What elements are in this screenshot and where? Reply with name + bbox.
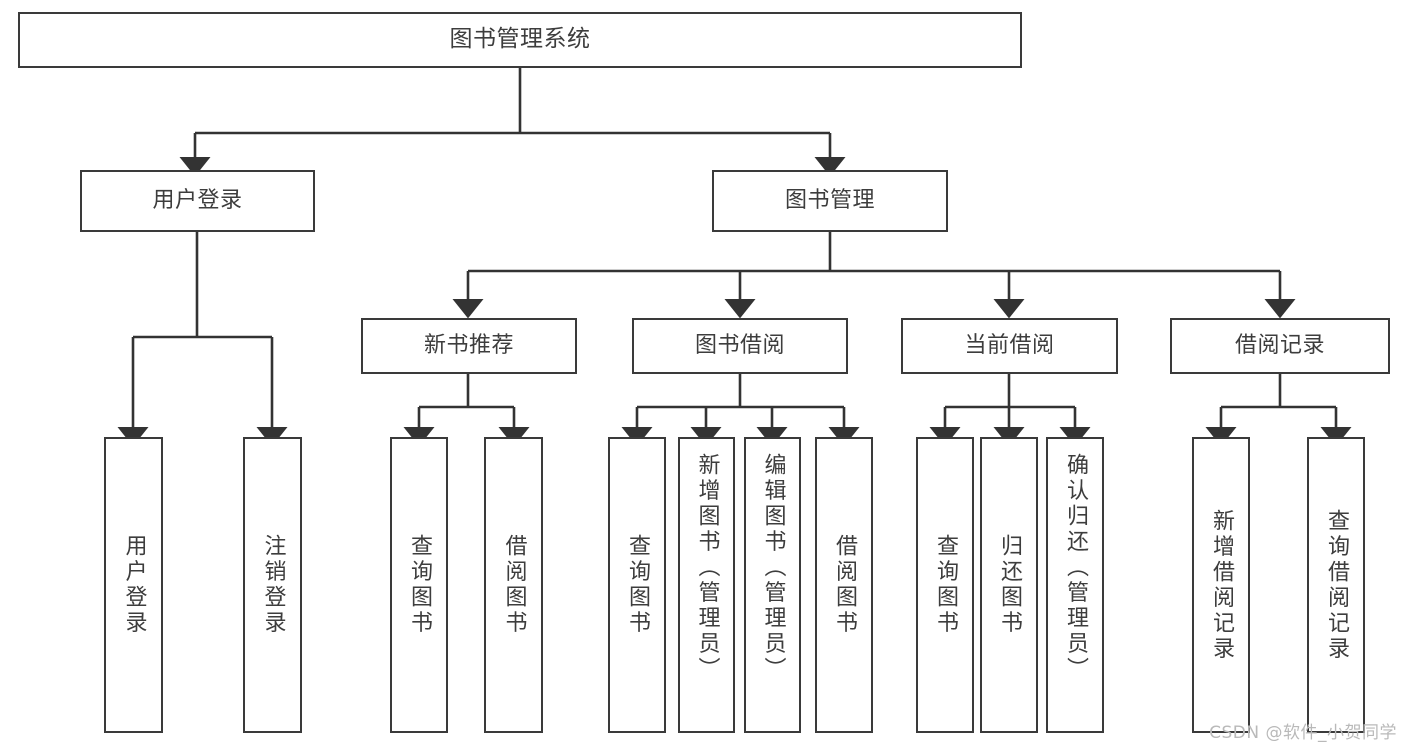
node-label: 借阅图书 <box>501 534 527 636</box>
node-label: 查询图书 <box>625 534 650 636</box>
node-label: 图书借阅 <box>694 333 785 359</box>
leaf-new-book-query-book[interactable]: 查询图书 <box>390 437 448 733</box>
node-label: 新增借阅记录 <box>1209 508 1234 662</box>
node-label: 查询借阅记录 <box>1324 508 1349 662</box>
leaf-user-login-login[interactable]: 用户登录 <box>104 437 163 733</box>
node-label: 查询图书 <box>407 534 432 636</box>
leaf-current-borrow-query-book[interactable]: 查询图书 <box>916 437 974 733</box>
node-label: 用户登录 <box>152 188 243 214</box>
node-label: 新增图书（管理员） <box>694 453 720 683</box>
leaf-borrow-record-add-record[interactable]: 新增借阅记录 <box>1192 437 1250 733</box>
leaf-user-login-logout[interactable]: 注销登录 <box>243 437 302 733</box>
node-label: 图书管理 <box>784 188 875 214</box>
node-new-book-recommend[interactable]: 新书推荐 <box>361 318 577 374</box>
node-user-login[interactable]: 用户登录 <box>80 170 315 232</box>
leaf-book-borrow-query-book[interactable]: 查询图书 <box>608 437 666 733</box>
leaf-book-borrow-borrow-book[interactable]: 借阅图书 <box>815 437 873 733</box>
leaf-book-borrow-edit-book-admin[interactable]: 编辑图书（管理员） <box>744 437 801 733</box>
node-label: 图书管理系统 <box>449 26 591 53</box>
node-label: 确认归还（管理员） <box>1063 453 1088 683</box>
node-label: 新书推荐 <box>423 333 514 359</box>
node-label: 注销登录 <box>260 534 286 636</box>
node-label: 借阅图书 <box>832 534 857 636</box>
node-book-management[interactable]: 图书管理 <box>712 170 948 232</box>
leaf-new-book-borrow-book[interactable]: 借阅图书 <box>484 437 543 733</box>
csdn-watermark: CSDN @软件_小贺同学 <box>1209 723 1397 743</box>
node-label: 归还图书 <box>997 534 1022 636</box>
node-label: 编辑图书（管理员） <box>760 453 786 683</box>
leaf-borrow-record-query-record[interactable]: 查询借阅记录 <box>1307 437 1365 733</box>
node-book-borrow[interactable]: 图书借阅 <box>632 318 848 374</box>
node-borrow-record[interactable]: 借阅记录 <box>1170 318 1390 374</box>
leaf-current-borrow-return-book[interactable]: 归还图书 <box>980 437 1038 733</box>
node-root-book-management-system[interactable]: 图书管理系统 <box>18 12 1022 68</box>
leaf-book-borrow-add-book-admin[interactable]: 新增图书（管理员） <box>678 437 735 733</box>
node-label: 用户登录 <box>121 534 147 636</box>
leaf-current-borrow-confirm-return-admin[interactable]: 确认归还（管理员） <box>1046 437 1104 733</box>
node-label: 借阅记录 <box>1234 333 1325 359</box>
node-current-borrow[interactable]: 当前借阅 <box>901 318 1118 374</box>
node-label: 查询图书 <box>933 534 958 636</box>
node-label: 当前借阅 <box>964 333 1055 359</box>
